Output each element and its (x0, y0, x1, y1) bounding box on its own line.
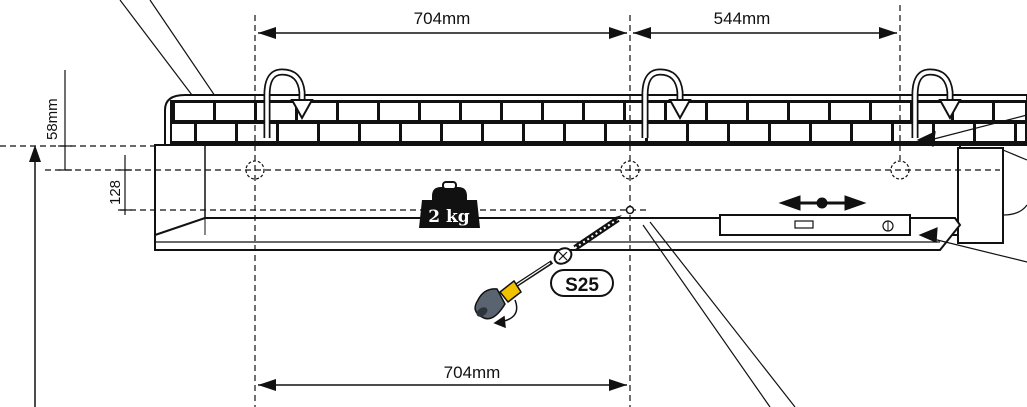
brick (585, 103, 623, 120)
dimension-label-top-704: 704mm (414, 9, 471, 28)
brick (279, 124, 317, 141)
dimension-label-128: 128 (107, 180, 124, 205)
brick-wall (164, 94, 1027, 146)
screw-type-label: S25 (565, 275, 599, 296)
brick (648, 124, 686, 141)
brick (607, 124, 645, 141)
brick (995, 103, 1025, 120)
brick (566, 124, 604, 141)
level-direction-arrows-icon (778, 195, 867, 211)
brick (320, 124, 358, 141)
brick (872, 103, 910, 120)
brick (749, 103, 787, 120)
brick (689, 124, 727, 141)
brick (421, 103, 459, 120)
dimension-58mm: 58mm (44, 70, 72, 171)
curved-arrow-down-icon (263, 68, 314, 138)
brick (380, 103, 418, 120)
brick (484, 124, 522, 141)
curved-arrow-down-icon (911, 68, 962, 138)
brick (913, 103, 951, 120)
brick (197, 124, 235, 141)
brick (771, 124, 809, 141)
weight-label: 2 kg (428, 207, 470, 227)
brick (216, 103, 254, 120)
leader-lines-right (916, 114, 1027, 263)
screw-icon (553, 205, 635, 265)
brick (172, 124, 194, 141)
spirit-level-icon (719, 214, 911, 236)
dimension-128: 128 (107, 155, 132, 215)
dimension-label-58mm: 58mm (44, 98, 61, 140)
brick (462, 103, 500, 120)
brick (525, 124, 563, 141)
brick (544, 103, 582, 120)
reference-lines-horizontal (0, 145, 1000, 211)
rotation-indicator-icon (493, 299, 518, 329)
brick (175, 103, 213, 120)
brick (790, 103, 828, 120)
brick (831, 103, 869, 120)
brick (935, 124, 973, 141)
brick (361, 124, 399, 141)
dimension-label-top-544: 544mm (714, 9, 771, 28)
screw-type-badge: S25 (550, 269, 614, 297)
dimension-label-bottom-704: 704mm (444, 363, 501, 382)
brick (443, 124, 481, 141)
brick (708, 103, 746, 120)
dimension-bottom-704mm: 704mm (258, 363, 627, 391)
dimension-top-544mm: 544mm (633, 9, 897, 39)
brick (976, 124, 1014, 141)
height-arrow-left (29, 145, 41, 407)
screwdriver-icon (474, 260, 554, 320)
leader-lines-screw (642, 221, 796, 407)
brick (730, 124, 768, 141)
brick (954, 103, 992, 120)
weight-icon: 2 kg (419, 181, 480, 228)
brick (1017, 124, 1025, 141)
curved-arrow-down-icon (641, 68, 692, 138)
brick (853, 124, 891, 141)
brick (402, 124, 440, 141)
brick (257, 103, 295, 120)
rotation-arrows (263, 68, 962, 138)
dimension-top-704mm: 704mm (258, 9, 627, 39)
brick (812, 124, 850, 141)
brick (503, 103, 541, 120)
brick (339, 103, 377, 120)
